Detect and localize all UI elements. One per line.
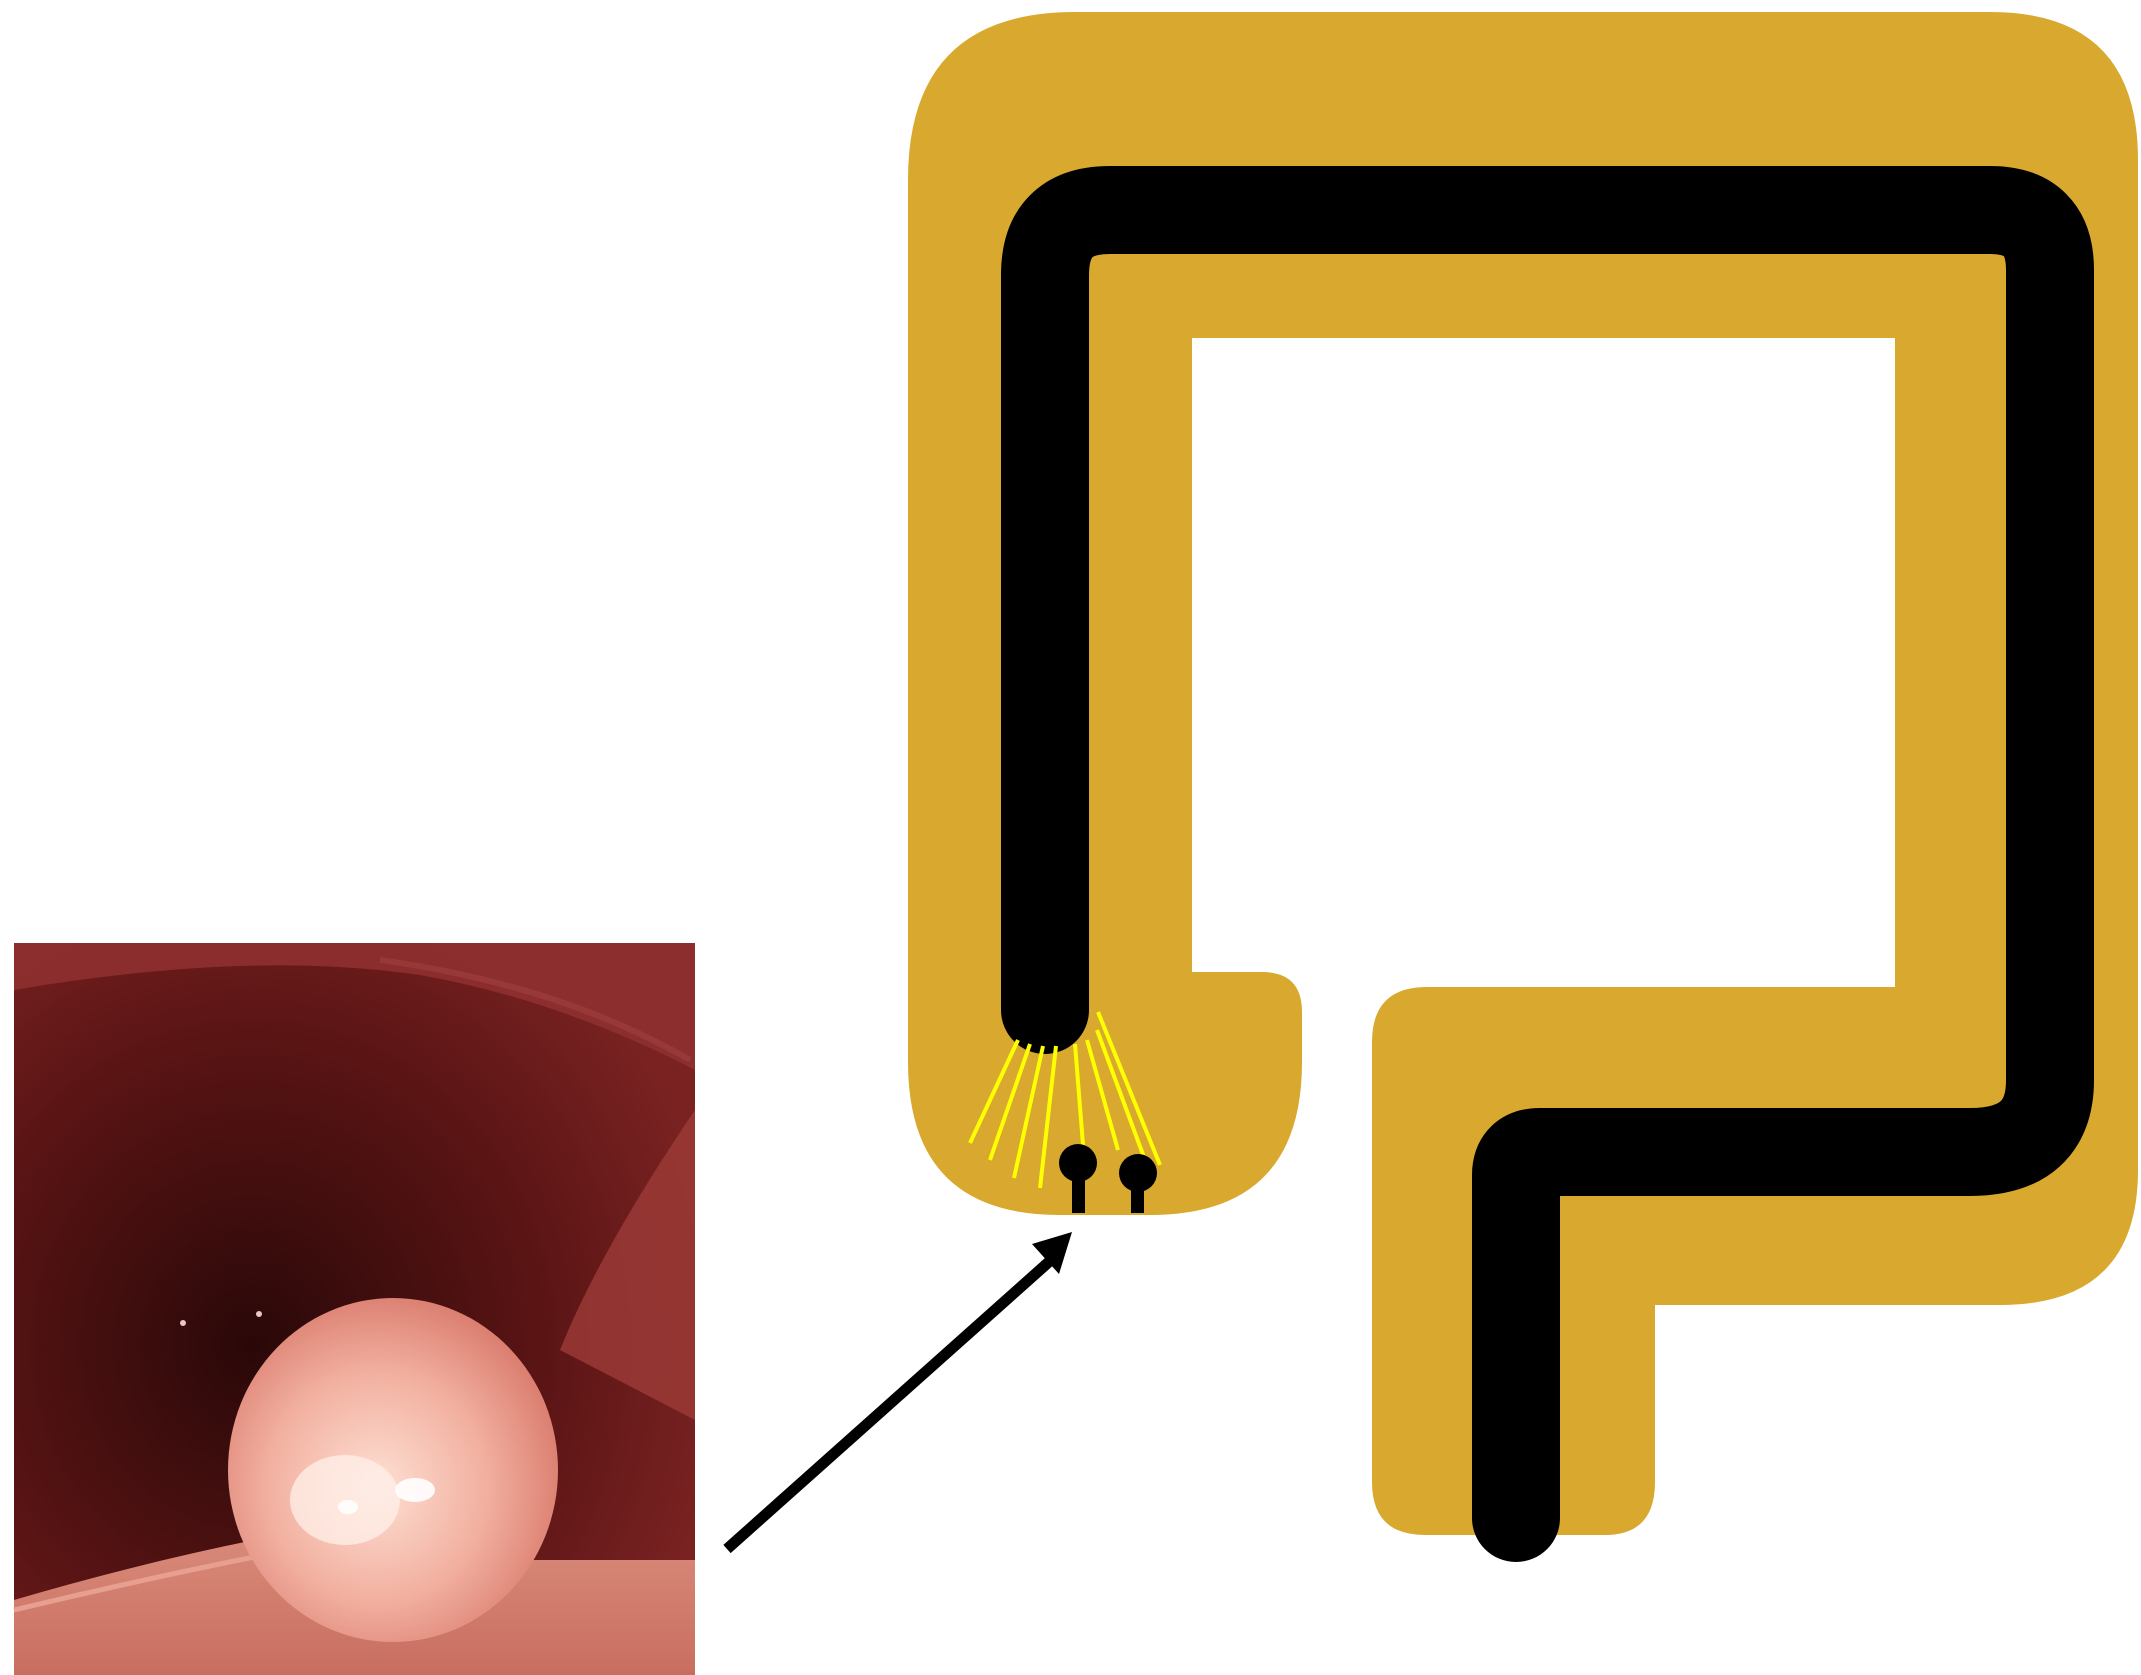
polyp (228, 1298, 558, 1642)
polyp-photo-icon (14, 943, 695, 1675)
arrow-icon (727, 1252, 1060, 1549)
